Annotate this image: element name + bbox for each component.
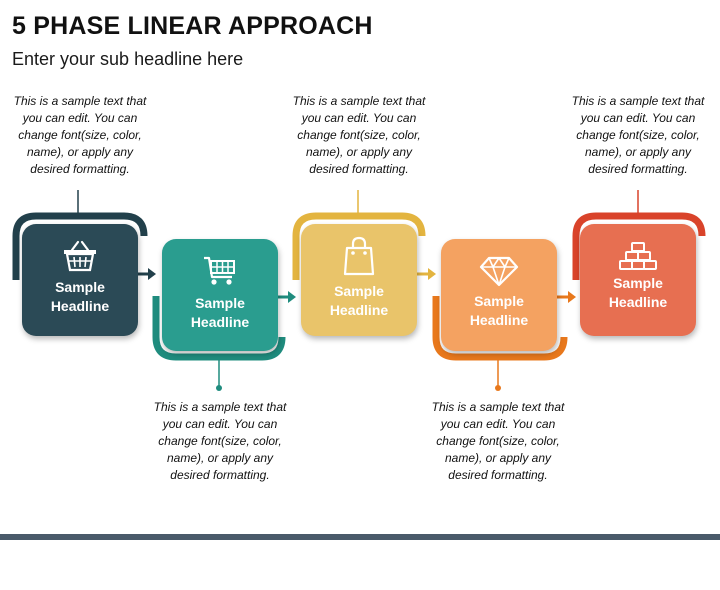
gold-bars-icon (580, 240, 696, 277)
phase-1-card: Sample Headline (22, 224, 138, 336)
connector-2 (216, 360, 222, 391)
phase-2-frame (152, 296, 286, 361)
arrow-4-5 (556, 291, 576, 303)
connector-1 (77, 190, 79, 216)
shopping-cart-icon (162, 255, 278, 292)
phase-5-card: Sample Headline (580, 224, 696, 336)
phase-1-label-line2: Headline (50, 298, 110, 314)
arrow-3-4 (416, 268, 436, 280)
phase-3-frame (292, 212, 426, 280)
phase-1-frame (12, 212, 148, 280)
phase-4-frame (432, 296, 568, 361)
connector-5 (637, 190, 639, 216)
diagram-frames (12, 190, 706, 391)
phase-4-label-line1: Sample (474, 293, 524, 309)
phase-1-note: This is a sample text that you can edit.… (13, 94, 147, 176)
footer-bar (0, 534, 720, 540)
phase-3-label-line2: Headline (329, 302, 389, 318)
phase-4-card: Sample Headline (441, 239, 557, 351)
arrow-2-3 (276, 291, 296, 303)
phase-2-label-line1: Sample (195, 295, 245, 311)
phase-4-note: This is a sample text that you can edit.… (431, 400, 565, 482)
arrow-1-2 (137, 268, 156, 280)
phase-2-card: Sample Headline (162, 239, 278, 351)
page-title: 5 PHASE LINEAR APPROACH (12, 12, 373, 40)
shopping-bag-icon (301, 236, 417, 281)
phase-4-label-line2: Headline (469, 312, 529, 328)
connector-4 (495, 360, 501, 391)
phase-3-note: This is a sample text that you can edit.… (292, 94, 426, 176)
phase-5-note: This is a sample text that you can edit.… (571, 94, 705, 176)
phase-3-label-line1: Sample (334, 283, 384, 299)
phase-1-label-line1: Sample (55, 279, 105, 295)
phase-2-label-line2: Headline (190, 314, 250, 330)
phase-5-label-line2: Headline (608, 294, 668, 310)
connector-3 (357, 190, 359, 216)
phase-2-note: This is a sample text that you can edit.… (153, 400, 287, 482)
page-subtitle: Enter your sub headline here (12, 49, 244, 69)
phase-5-frame (572, 212, 706, 280)
diamond-icon (441, 255, 557, 292)
phase-3-card: Sample Headline (301, 224, 417, 336)
basket-icon (22, 240, 138, 277)
phase-5-label-line1: Sample (613, 275, 663, 291)
